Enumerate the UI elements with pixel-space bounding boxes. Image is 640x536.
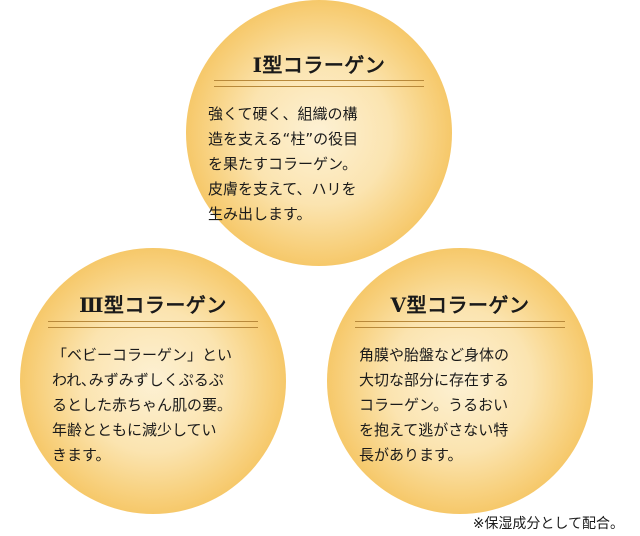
collagen-type-5-circle: Ⅴ型コラーゲン 角膜や胎盤など身体の 大切な部分に存在する コラーゲン。うるおい… <box>327 248 593 514</box>
collagen-type-1-circle: Ⅰ型コラーゲン 強くて硬く、組織の構 造を支える“柱”の役目 を果たすコラーゲン… <box>186 0 452 266</box>
collagen-type-5-description: 角膜や胎盤など身体の 大切な部分に存在する コラーゲン。うるおい を抱えて逃がさ… <box>359 346 510 464</box>
collagen-type-1-title: Ⅰ型コラーゲン <box>252 53 386 77</box>
collagen-type-3-title: Ⅲ型コラーゲン <box>79 293 227 317</box>
footnote: ※保湿成分として配合。 <box>472 516 624 532</box>
collagen-type-3-circle: Ⅲ型コラーゲン 「ベビーコラーゲン」とい われ､みずみずしくぷるぷ るとした赤ち… <box>20 248 286 514</box>
collagen-type-3-divider <box>48 321 258 328</box>
collagen-type-1-divider <box>214 80 424 87</box>
collagen-type-1-description: 強くて硬く、組織の構 造を支える“柱”の役目 を果たすコラーゲン。 皮膚を支えて… <box>208 105 359 223</box>
collagen-type-5-title: Ⅴ型コラーゲン <box>390 293 530 317</box>
collagen-type-5-divider <box>355 321 565 328</box>
collagen-type-3-description: 「ベビーコラーゲン」とい われ､みずみずしくぷるぷ るとした赤ちゃん肌の要。 年… <box>52 346 233 464</box>
